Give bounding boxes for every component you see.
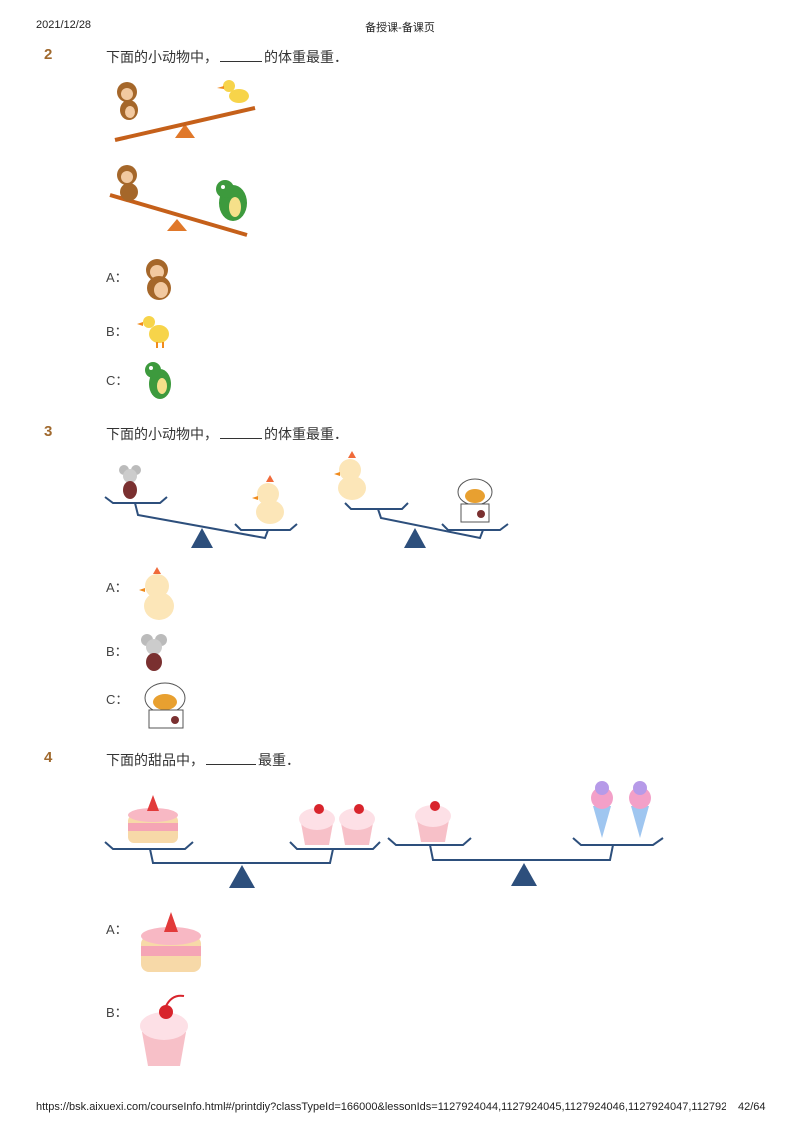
option-label[interactable]: B： (106, 324, 128, 339)
dinosaur-icon (216, 180, 247, 221)
duck-icon (137, 316, 169, 348)
question-number: 2 (44, 46, 53, 63)
cow-icon (457, 478, 493, 523)
cupcake-icon (339, 804, 375, 845)
option-label[interactable]: A： (106, 922, 128, 937)
option-label[interactable]: C： (106, 373, 129, 388)
chick-icon (252, 475, 284, 524)
page-header-title: 备授课-备课页 (365, 22, 435, 34)
cow-icon (144, 682, 186, 729)
monkey-icon (146, 259, 171, 300)
ice-cream-icon (591, 781, 613, 838)
option-label[interactable]: B： (106, 1005, 128, 1020)
option-label[interactable]: C： (106, 692, 129, 707)
option-label[interactable]: A： (106, 270, 128, 285)
cake-icon (128, 795, 178, 843)
print-date: 2021/12/28 (36, 19, 92, 31)
question-text: 下面的小动物中，的体重最重． (106, 49, 348, 65)
scale-cake-cupcakes (104, 795, 381, 888)
scale-chick-cow (334, 451, 509, 548)
chick-icon (334, 451, 366, 500)
duck-icon (217, 80, 249, 103)
page-url: https://bsk.aixuexi.com/courseInfo.html#… (36, 1101, 726, 1113)
question-text: 下面的甜品中，最重． (106, 752, 300, 768)
answer-blank (220, 61, 262, 62)
mouse-icon (141, 634, 167, 671)
monkey-icon (117, 82, 138, 120)
monkey-icon (117, 165, 138, 201)
scale-mouse-chick (104, 465, 298, 548)
option-label[interactable]: B： (106, 644, 128, 659)
chick-icon (139, 567, 174, 620)
scale-cupcake-icecreams (387, 781, 664, 886)
cupcake-icon (415, 801, 451, 842)
question-number: 3 (44, 423, 53, 440)
question-text: 下面的小动物中，的体重最重． (106, 426, 348, 442)
cupcake-icon (140, 994, 188, 1066)
answer-blank (220, 438, 262, 439)
mouse-icon (119, 465, 141, 499)
ice-cream-icon (629, 781, 651, 838)
option-label[interactable]: A： (106, 580, 128, 595)
page-number: 42/64 (738, 1101, 766, 1113)
seesaw-monkey-dinosaur (109, 165, 248, 237)
seesaw-monkey-duck (114, 80, 256, 142)
dinosaur-icon (145, 362, 171, 399)
question-number: 4 (44, 749, 53, 766)
cake-icon (141, 912, 201, 972)
answer-blank (206, 764, 256, 765)
cupcake-icon (299, 804, 335, 845)
